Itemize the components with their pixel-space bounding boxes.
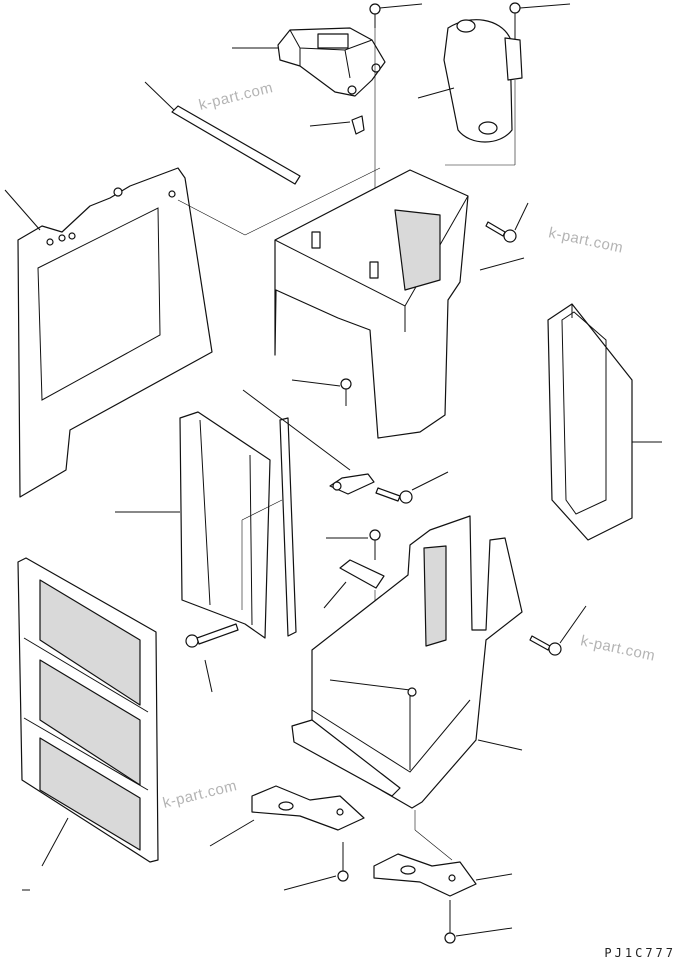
screw-mid: [291, 378, 352, 406]
control-unit-part: [277, 27, 386, 97]
bolt-lower-right: [529, 605, 587, 656]
drawing-code: PJ1C777: [604, 946, 676, 960]
bolt-upper-right: [485, 202, 529, 243]
screw-top-left: [369, 3, 423, 28]
mounting-panel-part: [17, 167, 213, 498]
small-bracket-part: [323, 559, 385, 609]
strip-part: [171, 105, 301, 185]
bottom-bracket-right: [373, 853, 477, 897]
screw-top-right: [509, 2, 571, 40]
bolt-left: [185, 623, 239, 693]
bolt-mid: [375, 471, 449, 504]
bracket-clip-part: [329, 473, 375, 495]
clip-part: [351, 115, 365, 135]
side-cover-part: [547, 303, 633, 541]
bottom-bracket-left: [251, 785, 365, 831]
screw-bottom-left: [283, 842, 349, 891]
upper-box-frame-part: [274, 169, 469, 439]
lower-box-part: [291, 515, 523, 809]
louvered-cover-part: [17, 557, 159, 863]
reservoir-tank-part: [443, 19, 523, 143]
screen-part: [179, 411, 271, 639]
rail-part: [279, 417, 297, 637]
screw-lower: [326, 529, 381, 560]
screw-bottom-right: [444, 900, 513, 944]
